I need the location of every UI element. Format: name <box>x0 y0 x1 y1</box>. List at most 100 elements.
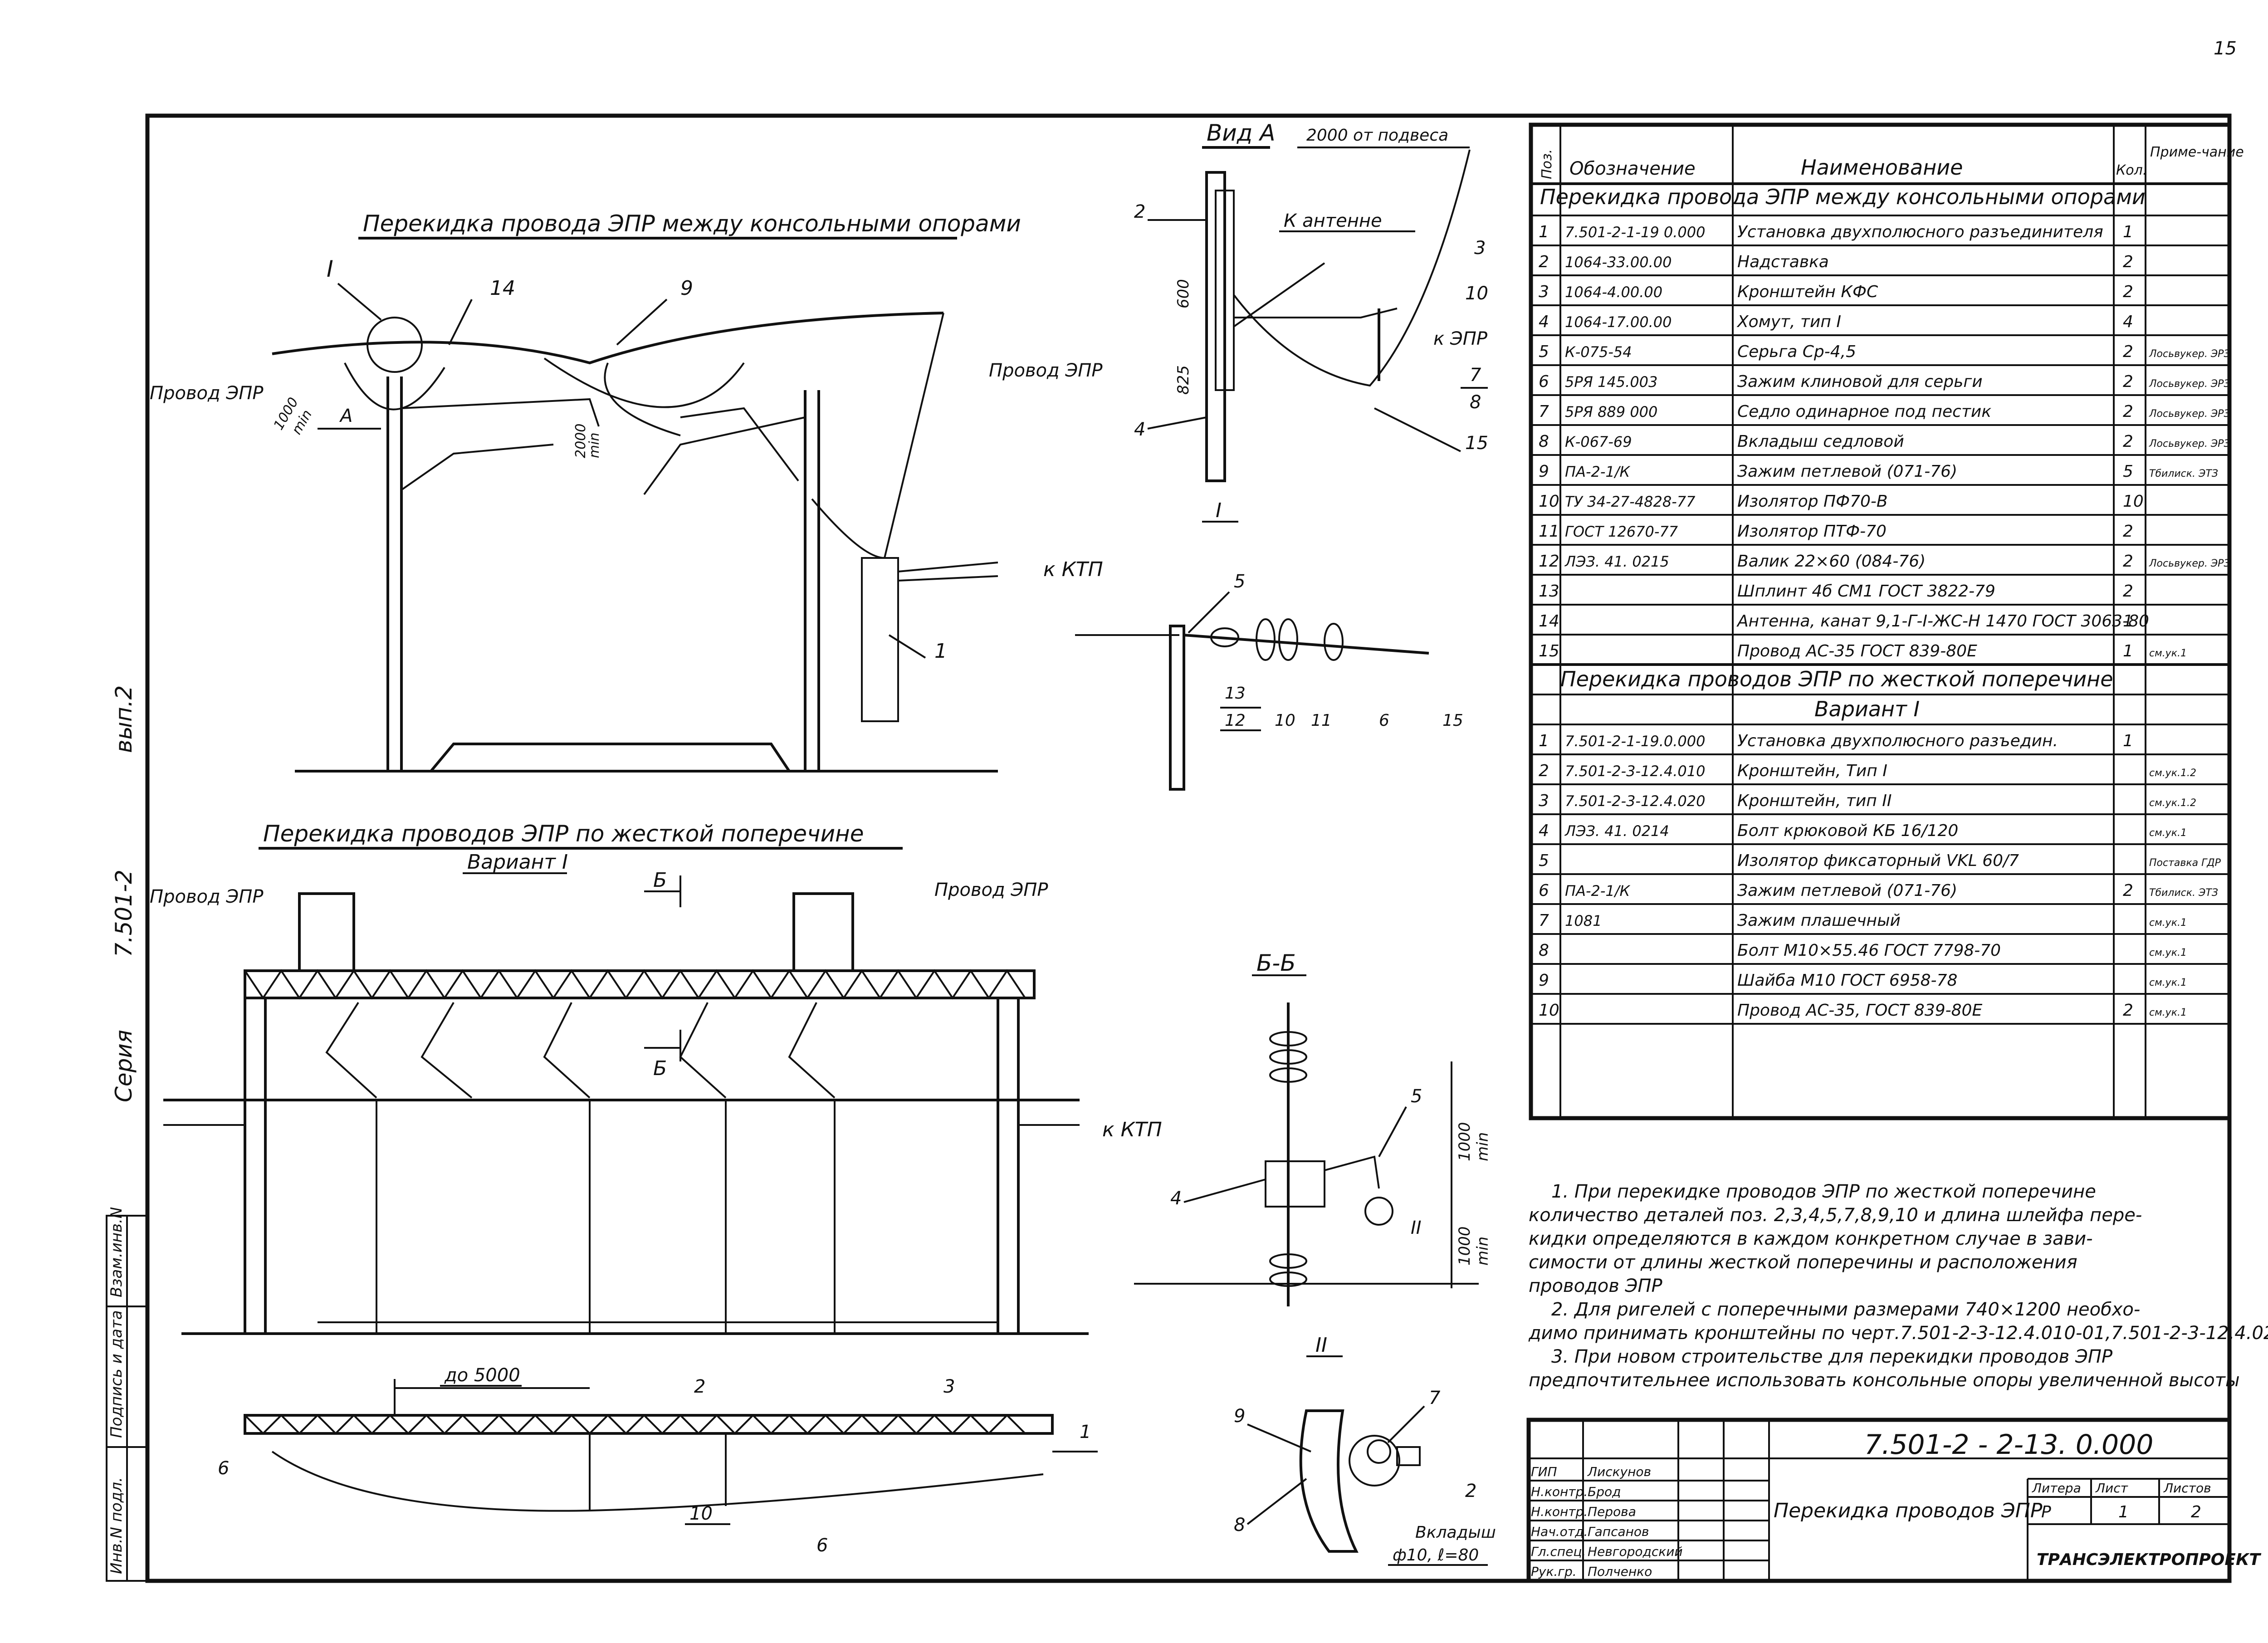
spec1-row15-col4: см.ук.1 <box>2149 648 2187 659</box>
spec1-row5-col2: Серьга Ср-4,5 <box>1737 342 1856 361</box>
spec2-row4-col0: 4 <box>1539 822 1549 840</box>
rigid-wire-left: Провод ЭПР <box>150 886 264 907</box>
spec1-row10-col0: 10 <box>1539 492 1559 511</box>
title-block-sheets-label: Листов <box>2163 1481 2211 1496</box>
spec1-row10-col3: 10 <box>2123 492 2144 511</box>
spec2-row2-col2: Кронштейн, Тип I <box>1737 762 1887 780</box>
view-a-pos2: 2 <box>1134 201 1145 222</box>
tb-person-2: Брод <box>1588 1484 1621 1499</box>
spec-header-qty: Кол. <box>2116 162 2147 178</box>
section-bb-roman: II <box>1411 1218 1422 1238</box>
spec1-row3-col0: 3 <box>1539 283 1549 301</box>
specification-table: Поз. Обозначение Наименование Кол. Приме… <box>1529 122 2244 1120</box>
rigid-subtitle: Вариант I <box>467 851 568 874</box>
detail-pos5: 5 <box>1234 571 1245 592</box>
cantilever-to-ktp: к КТП <box>1043 558 1103 581</box>
detail-insulator-string: 5 13 12 10 11 6 15 <box>1075 571 1463 791</box>
notes-block: 1. При перекидке проводов ЭПР по жесткой… <box>1528 1181 2268 1391</box>
spec1-row6-col4: Лосьвукер. ЭРЗ <box>2149 378 2230 390</box>
spec1-row12-col0: 12 <box>1539 552 1559 571</box>
view-a-dim825: 825 <box>1174 365 1193 395</box>
spec1-row8-col1: К-067-69 <box>1565 433 1632 450</box>
spec1-row7-col1: 5РЯ 889 000 <box>1565 403 1657 421</box>
spec1-row14-col3: 1 <box>2123 612 2133 631</box>
spec1-row9-col4: Тбилиск. ЭТЗ <box>2149 468 2218 479</box>
rigid-section-b1: Б <box>653 869 667 892</box>
spec1-row11-col2: Изолятор ПТФ-70 <box>1737 522 1887 541</box>
spec1-row9-col1: ПА-2-1/К <box>1565 463 1631 480</box>
tb-role-2: Н.контр. <box>1531 1484 1588 1499</box>
spec2-row6-col0: 6 <box>1539 881 1549 900</box>
spec1-row9-col2: Зажим петлевой (071-76) <box>1737 462 1957 481</box>
spec1-row15-col2: Провод АС-35 ГОСТ 839-80Е <box>1737 642 1977 660</box>
spec2-row1-col3: 1 <box>2123 732 2133 750</box>
spec2-row10-col3: 2 <box>2123 1001 2133 1020</box>
page-number: 15 <box>2214 38 2237 59</box>
spec1-row11-col3: 2 <box>2123 522 2133 541</box>
spec-header-name: Наименование <box>1801 155 1963 180</box>
note-line-9: предпочтительнее использовать консольные… <box>1529 1370 2240 1391</box>
spec1-row15-col3: 1 <box>2123 642 2133 660</box>
detail-ii: II 9 7 8 2 Вкладыш ф10, ℓ=80 <box>1234 1334 1496 1566</box>
detail-ii-title: II <box>1315 1334 1327 1357</box>
spec1-row8-col4: Лосьвукер. ЭРЗ <box>2149 438 2230 450</box>
spec1-row15-col0: 15 <box>1539 642 1559 660</box>
note-line-2: количество деталей поз. 2,3,4,5,7,8,9,10… <box>1529 1205 2142 1226</box>
detail-ii-pos7: 7 <box>1429 1388 1441 1408</box>
series-label-group: Серия 7.501-2 вып.2 <box>111 685 137 1102</box>
section-bb-pos4: 4 <box>1170 1188 1182 1209</box>
title-block-company: ТРАНСЭЛЕКТРОПРОЕКТ <box>2037 1550 2261 1569</box>
section-bb-title: Б-Б <box>1256 950 1296 976</box>
spec1-row14-col0: 14 <box>1539 612 1559 631</box>
section-bb-pos5: 5 <box>1411 1086 1422 1107</box>
view-a-pos8: 8 <box>1470 392 1481 413</box>
series-label: Серия <box>111 1030 137 1102</box>
spec2-row10-col4: см.ук.1 <box>2149 1007 2187 1018</box>
note-line-5: проводов ЭПР <box>1529 1276 1662 1296</box>
note-line-6: 2. Для ригелей с поперечными размерами 7… <box>1551 1299 2140 1320</box>
spec2-row7-col1: 1081 <box>1565 912 1602 929</box>
cantilever-wire-left: Провод ЭПР <box>150 383 264 404</box>
spec1-row8-col3: 2 <box>2123 432 2133 451</box>
view-a-roman: I <box>1216 499 1222 522</box>
title-block-litera: Р <box>2041 1503 2051 1521</box>
view-a-pos10: 10 <box>1465 283 1488 304</box>
detail-ii-pos2: 2 <box>1465 1481 1476 1501</box>
side-stamp-sign: Подпись и дата <box>108 1310 126 1438</box>
section-bb-dim2-min: min <box>1474 1237 1492 1266</box>
tb-person-3: Перова <box>1588 1504 1636 1519</box>
spec1-row2-col3: 2 <box>2123 253 2133 271</box>
detail-ii-insert-dim: ф10, ℓ=80 <box>1393 1546 1479 1565</box>
cantilever-wire-right: Провод ЭПР <box>989 360 1103 381</box>
spec2-row4-col2: Болт крюковой КБ 16/120 <box>1737 822 1958 840</box>
rigid-title: Перекидка проводов ЭПР по жесткой попере… <box>263 821 864 847</box>
spec2-row9-col2: Шайба М10 ГОСТ 6958-78 <box>1737 971 1957 990</box>
cantilever-dim-2000: 2000 <box>573 424 589 458</box>
detail-pos13: 13 <box>1225 684 1246 703</box>
plan-dim: до 5000 <box>444 1365 520 1386</box>
title-block-sheet-label: Лист <box>2095 1481 2128 1496</box>
spec1-row10-col2: Изолятор ПФ70-В <box>1737 492 1888 511</box>
tb-person-1: Лискунов <box>1587 1464 1651 1479</box>
spec1-row13-col3: 2 <box>2123 582 2133 601</box>
spec2-row5-col0: 5 <box>1539 851 1549 870</box>
spec1-row3-col3: 2 <box>2123 283 2133 301</box>
spec2-row7-col2: Зажим плашечный <box>1737 911 1901 930</box>
spec2-row10-col0: 10 <box>1539 1001 1559 1020</box>
spec1-row6-col0: 6 <box>1539 372 1549 391</box>
view-a-pos15: 15 <box>1465 433 1488 454</box>
spec1-row1-col0: 1 <box>1539 223 1549 241</box>
plan-pos1: 1 <box>1080 1422 1091 1443</box>
spec1-row2-col1: 1064-33.00.00 <box>1565 254 1672 271</box>
spec1-row8-col2: Вкладыш седловой <box>1737 432 1904 451</box>
view-a-pos4: 4 <box>1134 419 1145 440</box>
section-bb-dim1: 1000 <box>1456 1122 1474 1161</box>
note-line-3: кидки определяются в каждом конкретном с… <box>1529 1228 2093 1249</box>
spec2-row1-col2: Установка двухполюсного разъедин. <box>1737 732 2058 750</box>
spec1-row7-col3: 2 <box>2123 402 2133 421</box>
spec2-row2-col4: см.ук.1.2 <box>2149 768 2196 779</box>
section-bb-dim1-min: min <box>1474 1132 1492 1161</box>
spec1-row12-col1: ЛЭЗ. 41. 0215 <box>1564 553 1669 570</box>
spec2-row1-col1: 7.501-2-1-19.0.000 <box>1565 733 1705 750</box>
